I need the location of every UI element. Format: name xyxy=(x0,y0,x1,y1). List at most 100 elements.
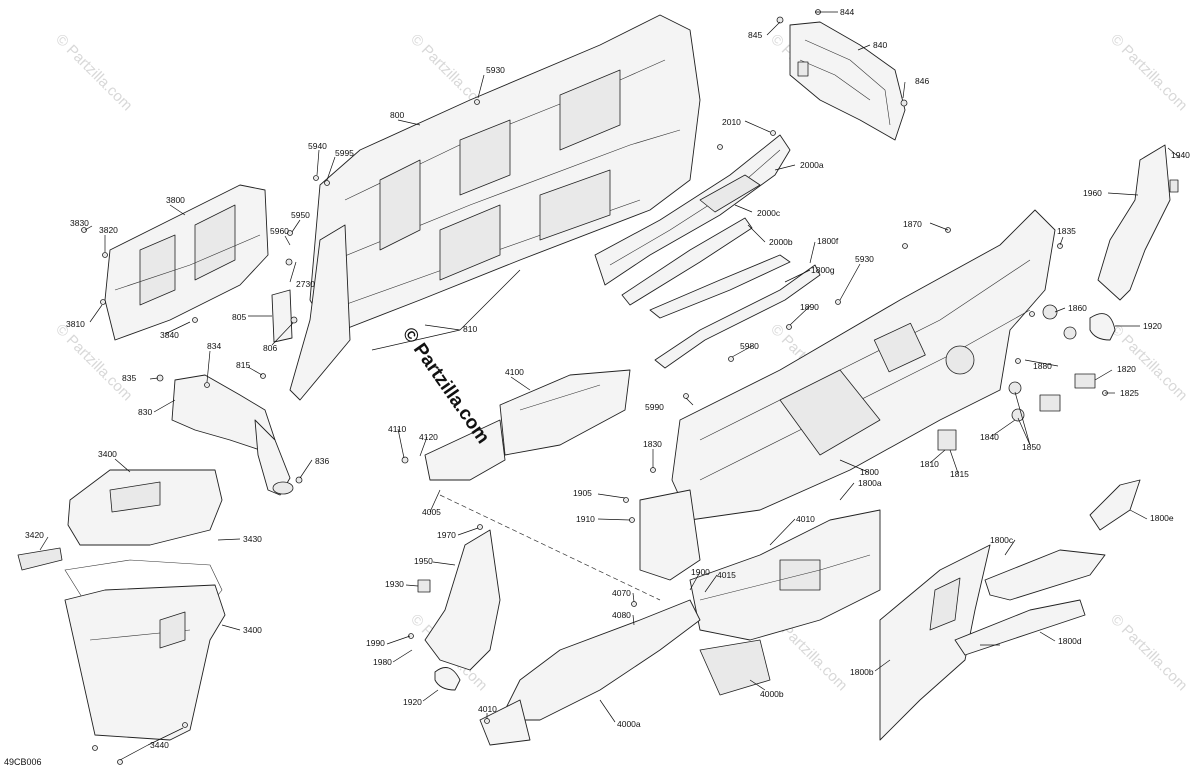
callout-836: 836 xyxy=(315,456,329,466)
center-watermark: © Partzilla.com xyxy=(398,324,493,448)
callout-1800: 1800 xyxy=(860,467,879,477)
callout-4000a: 4000a xyxy=(617,719,641,729)
callout-845: 845 xyxy=(748,30,762,40)
callout-1880: 1880 xyxy=(1033,361,1052,371)
callout-5995: 5995 xyxy=(335,148,354,158)
callout-1825: 1825 xyxy=(1120,388,1139,398)
figure-code: 49CB006 xyxy=(4,757,42,767)
callout-1890: 1890 xyxy=(800,302,819,312)
callout-3830: 3830 xyxy=(70,218,89,228)
callout-3440: 3440 xyxy=(150,740,169,750)
callout-4070: 4070 xyxy=(612,588,631,598)
callout-4000b: 4000b xyxy=(760,689,784,699)
callout-1840: 1840 xyxy=(980,432,999,442)
callout-5950: 5950 xyxy=(291,210,310,220)
callout-4010: 4010 xyxy=(796,514,815,524)
callout-5980: 5980 xyxy=(740,341,759,351)
callout-1800d: 1800d xyxy=(1058,636,1082,646)
callout-4015: 4015 xyxy=(717,570,736,580)
callout-5990: 5990 xyxy=(645,402,664,412)
callout-846: 846 xyxy=(915,76,929,86)
callout-815: 815 xyxy=(236,360,250,370)
callout-1810: 1810 xyxy=(920,459,939,469)
callout-1830: 1830 xyxy=(643,439,662,449)
callout-5940: 5940 xyxy=(308,141,327,151)
callout-4010-b: 4010 xyxy=(478,704,497,714)
part-3800-panel xyxy=(104,184,269,341)
part-1860-1820-connectors xyxy=(937,304,1096,451)
callout-810: 810 xyxy=(463,324,477,334)
callout-1990: 1990 xyxy=(366,638,385,648)
callout-834: 834 xyxy=(207,341,221,351)
callout-1920-b: 1920 xyxy=(403,697,422,707)
callout-1820: 1820 xyxy=(1117,364,1136,374)
alignment-line xyxy=(439,494,661,601)
callout-1860: 1860 xyxy=(1068,303,1087,313)
callout-2000c: 2000c xyxy=(757,208,781,218)
callout-3400: 3400 xyxy=(98,449,117,459)
callout-1905: 1905 xyxy=(573,488,592,498)
callout-844: 844 xyxy=(840,7,854,17)
part-1800-bulkhead xyxy=(639,209,1056,581)
callout-1950: 1950 xyxy=(414,556,433,566)
callout-1910: 1910 xyxy=(576,514,595,524)
callout-2000b: 2000b xyxy=(769,237,793,247)
callout-1970: 1970 xyxy=(437,530,456,540)
callout-1800b: 1800b xyxy=(850,667,874,677)
callout-830: 830 xyxy=(138,407,152,417)
callout-4005: 4005 xyxy=(422,507,441,517)
callout-1800a: 1800a xyxy=(858,478,882,488)
callout-1980: 1980 xyxy=(373,657,392,667)
part-1960-bracket xyxy=(1097,144,1179,301)
callout-806: 806 xyxy=(263,343,277,353)
leader-lines xyxy=(39,11,1181,761)
callout-1815: 1815 xyxy=(950,469,969,479)
watermark: © Partzilla.com xyxy=(52,31,135,114)
callout-1835: 1835 xyxy=(1057,226,1076,236)
callout-800: 800 xyxy=(390,110,404,120)
watermark: © Partzilla.com xyxy=(1107,611,1190,694)
callout-1800f: 1800f xyxy=(817,236,839,246)
part-4100-duct xyxy=(424,369,631,481)
callout-4080: 4080 xyxy=(612,610,631,620)
watermark: © Partzilla.com xyxy=(1107,31,1190,114)
part-1800-liners xyxy=(879,479,1141,741)
callout-5930-b: 5930 xyxy=(855,254,874,264)
callout-1800g: 1800g xyxy=(811,265,835,275)
callout-2000a: 2000a xyxy=(800,160,824,170)
callout-3420: 3420 xyxy=(25,530,44,540)
callout-1900: 1900 xyxy=(691,567,710,577)
callout-3810: 3810 xyxy=(66,319,85,329)
callout-3430: 3430 xyxy=(243,534,262,544)
part-4010-console xyxy=(689,509,881,641)
part-2000-trims xyxy=(594,134,821,369)
part-830-bracket xyxy=(156,374,303,496)
callout-3400-b: 3400 xyxy=(243,625,262,635)
part-840-bracket xyxy=(776,9,908,141)
callout-2730: 2730 xyxy=(296,279,315,289)
callout-1850: 1850 xyxy=(1022,442,1041,452)
callout-5960: 5960 xyxy=(270,226,289,236)
callout-840: 840 xyxy=(873,40,887,50)
callout-4100: 4100 xyxy=(505,367,524,377)
callout-2010: 2010 xyxy=(722,117,741,127)
callout-1960: 1960 xyxy=(1083,188,1102,198)
callout-labels: 844 845 840 846 5930 800 5940 5995 3800 … xyxy=(25,7,1190,750)
callout-1940: 1940 xyxy=(1171,150,1190,160)
callout-3840: 3840 xyxy=(160,330,179,340)
callout-805: 805 xyxy=(232,312,246,322)
part-800-rear-panel xyxy=(289,14,701,401)
callout-3820: 3820 xyxy=(99,225,118,235)
callout-5930: 5930 xyxy=(486,65,505,75)
part-1950-bracket xyxy=(417,529,501,691)
callout-1800c: 1800c xyxy=(990,535,1014,545)
callout-1930: 1930 xyxy=(385,579,404,589)
callout-4120: 4120 xyxy=(419,432,438,442)
callout-1800e: 1800e xyxy=(1150,513,1174,523)
callout-835: 835 xyxy=(122,373,136,383)
part-3400-box xyxy=(17,469,226,741)
part-1920-handle xyxy=(1089,313,1116,341)
callout-3800: 3800 xyxy=(166,195,185,205)
callout-1870: 1870 xyxy=(903,219,922,229)
